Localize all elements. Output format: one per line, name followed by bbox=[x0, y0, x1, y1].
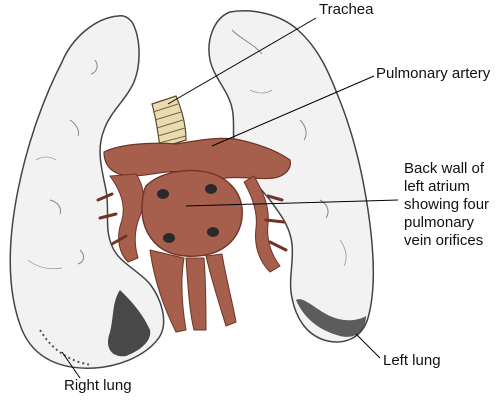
leader-lines bbox=[61, 17, 399, 379]
left-atrium-leader bbox=[185, 199, 399, 207]
label-left-atrium-line-1: Back wall of bbox=[404, 160, 485, 177]
label-left-atrium: Back wall of left atrium showing four pu… bbox=[404, 160, 489, 250]
right-lung-leader bbox=[61, 351, 81, 379]
vein-orifice bbox=[205, 184, 217, 194]
label-right-lung: Right lung bbox=[64, 377, 132, 394]
vein-orifice bbox=[163, 233, 175, 243]
label-pulmonary-artery: Pulmonary artery bbox=[376, 65, 491, 82]
left-atrium bbox=[141, 169, 243, 333]
vein-orifice bbox=[157, 189, 169, 199]
right-lung bbox=[9, 15, 165, 369]
label-left-atrium-line-3: showing four bbox=[404, 196, 490, 213]
vein-orifice bbox=[207, 227, 219, 237]
label-trachea: Trachea bbox=[319, 1, 374, 18]
label-left-atrium-line-5: vein orifices bbox=[404, 232, 484, 249]
label-left-lung: Left lung bbox=[383, 352, 441, 369]
label-left-atrium-line-2: left atrium bbox=[404, 178, 470, 195]
pulmonary-artery-leader bbox=[211, 75, 375, 147]
trachea-leader bbox=[167, 17, 317, 105]
label-left-atrium-line-4: pulmonary bbox=[404, 214, 475, 231]
left-lung-leader bbox=[355, 333, 381, 359]
trachea bbox=[151, 95, 187, 149]
